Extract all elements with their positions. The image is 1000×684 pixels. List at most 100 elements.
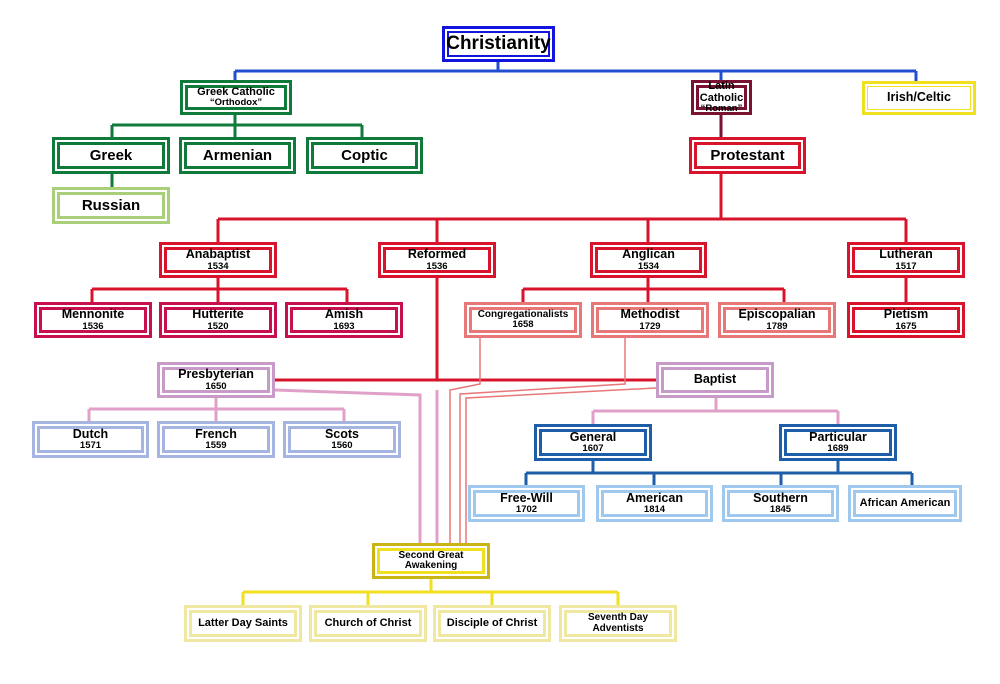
node-southern-sub: 1845 bbox=[769, 504, 792, 516]
node-presbyterian-sub: 1650 bbox=[205, 380, 227, 392]
node-episcopalian-sub: 1789 bbox=[766, 320, 788, 332]
node-latin-catholic-sub: “Roman” bbox=[700, 103, 743, 115]
node-latter-day-saints: Latter Day Saints bbox=[184, 605, 302, 642]
node-disciple-of-christ: Disciple of Christ bbox=[433, 605, 551, 642]
node-scots-sub: 1560 bbox=[331, 440, 353, 452]
node-scots: Scots 1560 bbox=[283, 421, 401, 458]
node-russian: Russian bbox=[52, 187, 170, 224]
node-free-will-label: Free-Will bbox=[500, 490, 553, 505]
node-african-american: African American bbox=[848, 485, 962, 522]
node-church-of-christ: Church of Christ bbox=[309, 605, 427, 642]
node-pietism-sub: 1675 bbox=[895, 320, 917, 332]
node-reformed-sub: 1536 bbox=[426, 260, 448, 272]
node-second-great-awakening: Second Great Awakening bbox=[372, 543, 490, 579]
node-christianity-label: Christianity bbox=[446, 33, 551, 55]
node-presbyterian-label: Presbyterian bbox=[178, 367, 254, 382]
link-awakening bbox=[241, 578, 620, 606]
node-congregationalists-sub: 1658 bbox=[512, 319, 534, 331]
node-general-sub: 1607 bbox=[582, 443, 604, 455]
node-free-will-sub: 1702 bbox=[515, 504, 538, 516]
node-southern: Southern 1845 bbox=[722, 485, 839, 522]
node-russian-label: Russian bbox=[81, 196, 141, 214]
node-methodist: Methodist 1729 bbox=[591, 302, 709, 338]
node-particular-label: Particular bbox=[809, 429, 867, 444]
node-episcopalian: Episcopalian 1789 bbox=[718, 302, 836, 338]
node-congregationalists-label: Congregationalists bbox=[477, 308, 569, 320]
node-church-of-christ-label: Church of Christ bbox=[324, 616, 412, 629]
node-methodist-label: Methodist bbox=[620, 307, 680, 322]
node-hutterite: Hutterite 1520 bbox=[159, 302, 277, 338]
node-general-label: General bbox=[569, 429, 617, 444]
node-congregationalists: Congregationalists 1658 bbox=[464, 302, 582, 338]
node-mennonite-sub: 1536 bbox=[82, 320, 104, 332]
node-general: General 1607 bbox=[534, 424, 652, 461]
node-methodist-sub: 1729 bbox=[639, 320, 661, 332]
link-root bbox=[233, 60, 918, 83]
node-latter-day-saints-label: Latter Day Saints bbox=[198, 616, 288, 629]
node-greek-catholic-label: Greek Catholic bbox=[197, 85, 275, 98]
node-armenian-label: Armenian bbox=[202, 146, 273, 164]
node-american-label: American bbox=[626, 490, 683, 505]
link-reformed bbox=[275, 278, 656, 382]
node-hutterite-sub: 1520 bbox=[207, 320, 229, 332]
node-baptist: Baptist bbox=[656, 362, 774, 398]
link-anglican bbox=[521, 278, 786, 302]
node-scots-label: Scots bbox=[324, 426, 360, 441]
link-anabaptist bbox=[90, 278, 349, 302]
node-anabaptist: Anabaptist 1534 bbox=[159, 242, 277, 278]
node-french-label: French bbox=[195, 426, 237, 441]
node-free-will: Free-Will 1702 bbox=[468, 485, 585, 522]
node-pietism-label: Pietism bbox=[883, 307, 929, 322]
node-reformed-label: Reformed bbox=[407, 247, 467, 262]
link-baptist bbox=[591, 398, 840, 424]
link-awakening-salmon bbox=[449, 338, 657, 543]
node-presbyterian: Presbyterian 1650 bbox=[157, 362, 275, 398]
node-armenian: Armenian bbox=[179, 137, 296, 174]
node-particular: Particular 1689 bbox=[779, 424, 897, 461]
node-mennonite-label: Mennonite bbox=[61, 307, 125, 322]
link-general bbox=[524, 460, 914, 486]
node-pietism: Pietism 1675 bbox=[847, 302, 965, 338]
node-christianity: Christianity bbox=[442, 26, 555, 62]
link-awakening-pink bbox=[274, 388, 439, 543]
link-greek-catholic bbox=[110, 113, 364, 188]
node-greek: Greek bbox=[52, 137, 170, 174]
node-dutch: Dutch 1571 bbox=[32, 421, 149, 458]
node-anglican-label: Anglican bbox=[622, 247, 675, 262]
node-seventh-day-adventists-label: Seventh Day Adventists bbox=[587, 612, 649, 634]
node-particular-sub: 1689 bbox=[827, 443, 849, 455]
node-anabaptist-sub: 1534 bbox=[207, 260, 229, 272]
node-lutheran: Lutheran 1517 bbox=[847, 242, 965, 278]
node-irish-celtic-label: Irish/Celtic bbox=[887, 90, 951, 105]
node-baptist-label: Baptist bbox=[693, 372, 737, 387]
node-amish: Amish 1693 bbox=[285, 302, 403, 338]
node-french-sub: 1559 bbox=[205, 440, 227, 452]
node-episcopalian-label: Episcopalian bbox=[738, 307, 816, 322]
node-greek-catholic-sub: “Orthodox” bbox=[209, 97, 263, 109]
link-presbyterian bbox=[87, 398, 346, 422]
node-hutterite-label: Hutterite bbox=[192, 307, 244, 322]
node-mennonite: Mennonite 1536 bbox=[34, 302, 152, 338]
node-coptic: Coptic bbox=[306, 137, 423, 174]
node-american: American 1814 bbox=[596, 485, 713, 522]
node-anglican-sub: 1534 bbox=[637, 260, 660, 272]
node-seventh-day-adventists: Seventh Day Adventists bbox=[559, 605, 677, 642]
node-african-american-label: African American bbox=[859, 496, 951, 509]
node-protestant-label: Protestant bbox=[710, 146, 785, 164]
node-greek-label: Greek bbox=[89, 146, 133, 164]
node-latin-catholic-label: Latin Catholic bbox=[699, 79, 744, 104]
node-anglican: Anglican 1534 bbox=[590, 242, 707, 278]
node-dutch-sub: 1571 bbox=[79, 440, 102, 452]
node-anabaptist-label: Anabaptist bbox=[185, 247, 251, 262]
node-amish-sub: 1693 bbox=[333, 320, 355, 332]
node-coptic-label: Coptic bbox=[341, 146, 388, 164]
node-disciple-of-christ-label: Disciple of Christ bbox=[446, 616, 538, 629]
node-american-sub: 1814 bbox=[643, 504, 666, 516]
node-southern-label: Southern bbox=[753, 490, 808, 505]
node-second-great-awakening-label: Second Great Awakening bbox=[398, 549, 464, 571]
node-french: French 1559 bbox=[157, 421, 275, 458]
node-amish-label: Amish bbox=[324, 307, 364, 322]
node-reformed: Reformed 1536 bbox=[378, 242, 496, 278]
node-irish-celtic: Irish/Celtic bbox=[862, 81, 976, 115]
